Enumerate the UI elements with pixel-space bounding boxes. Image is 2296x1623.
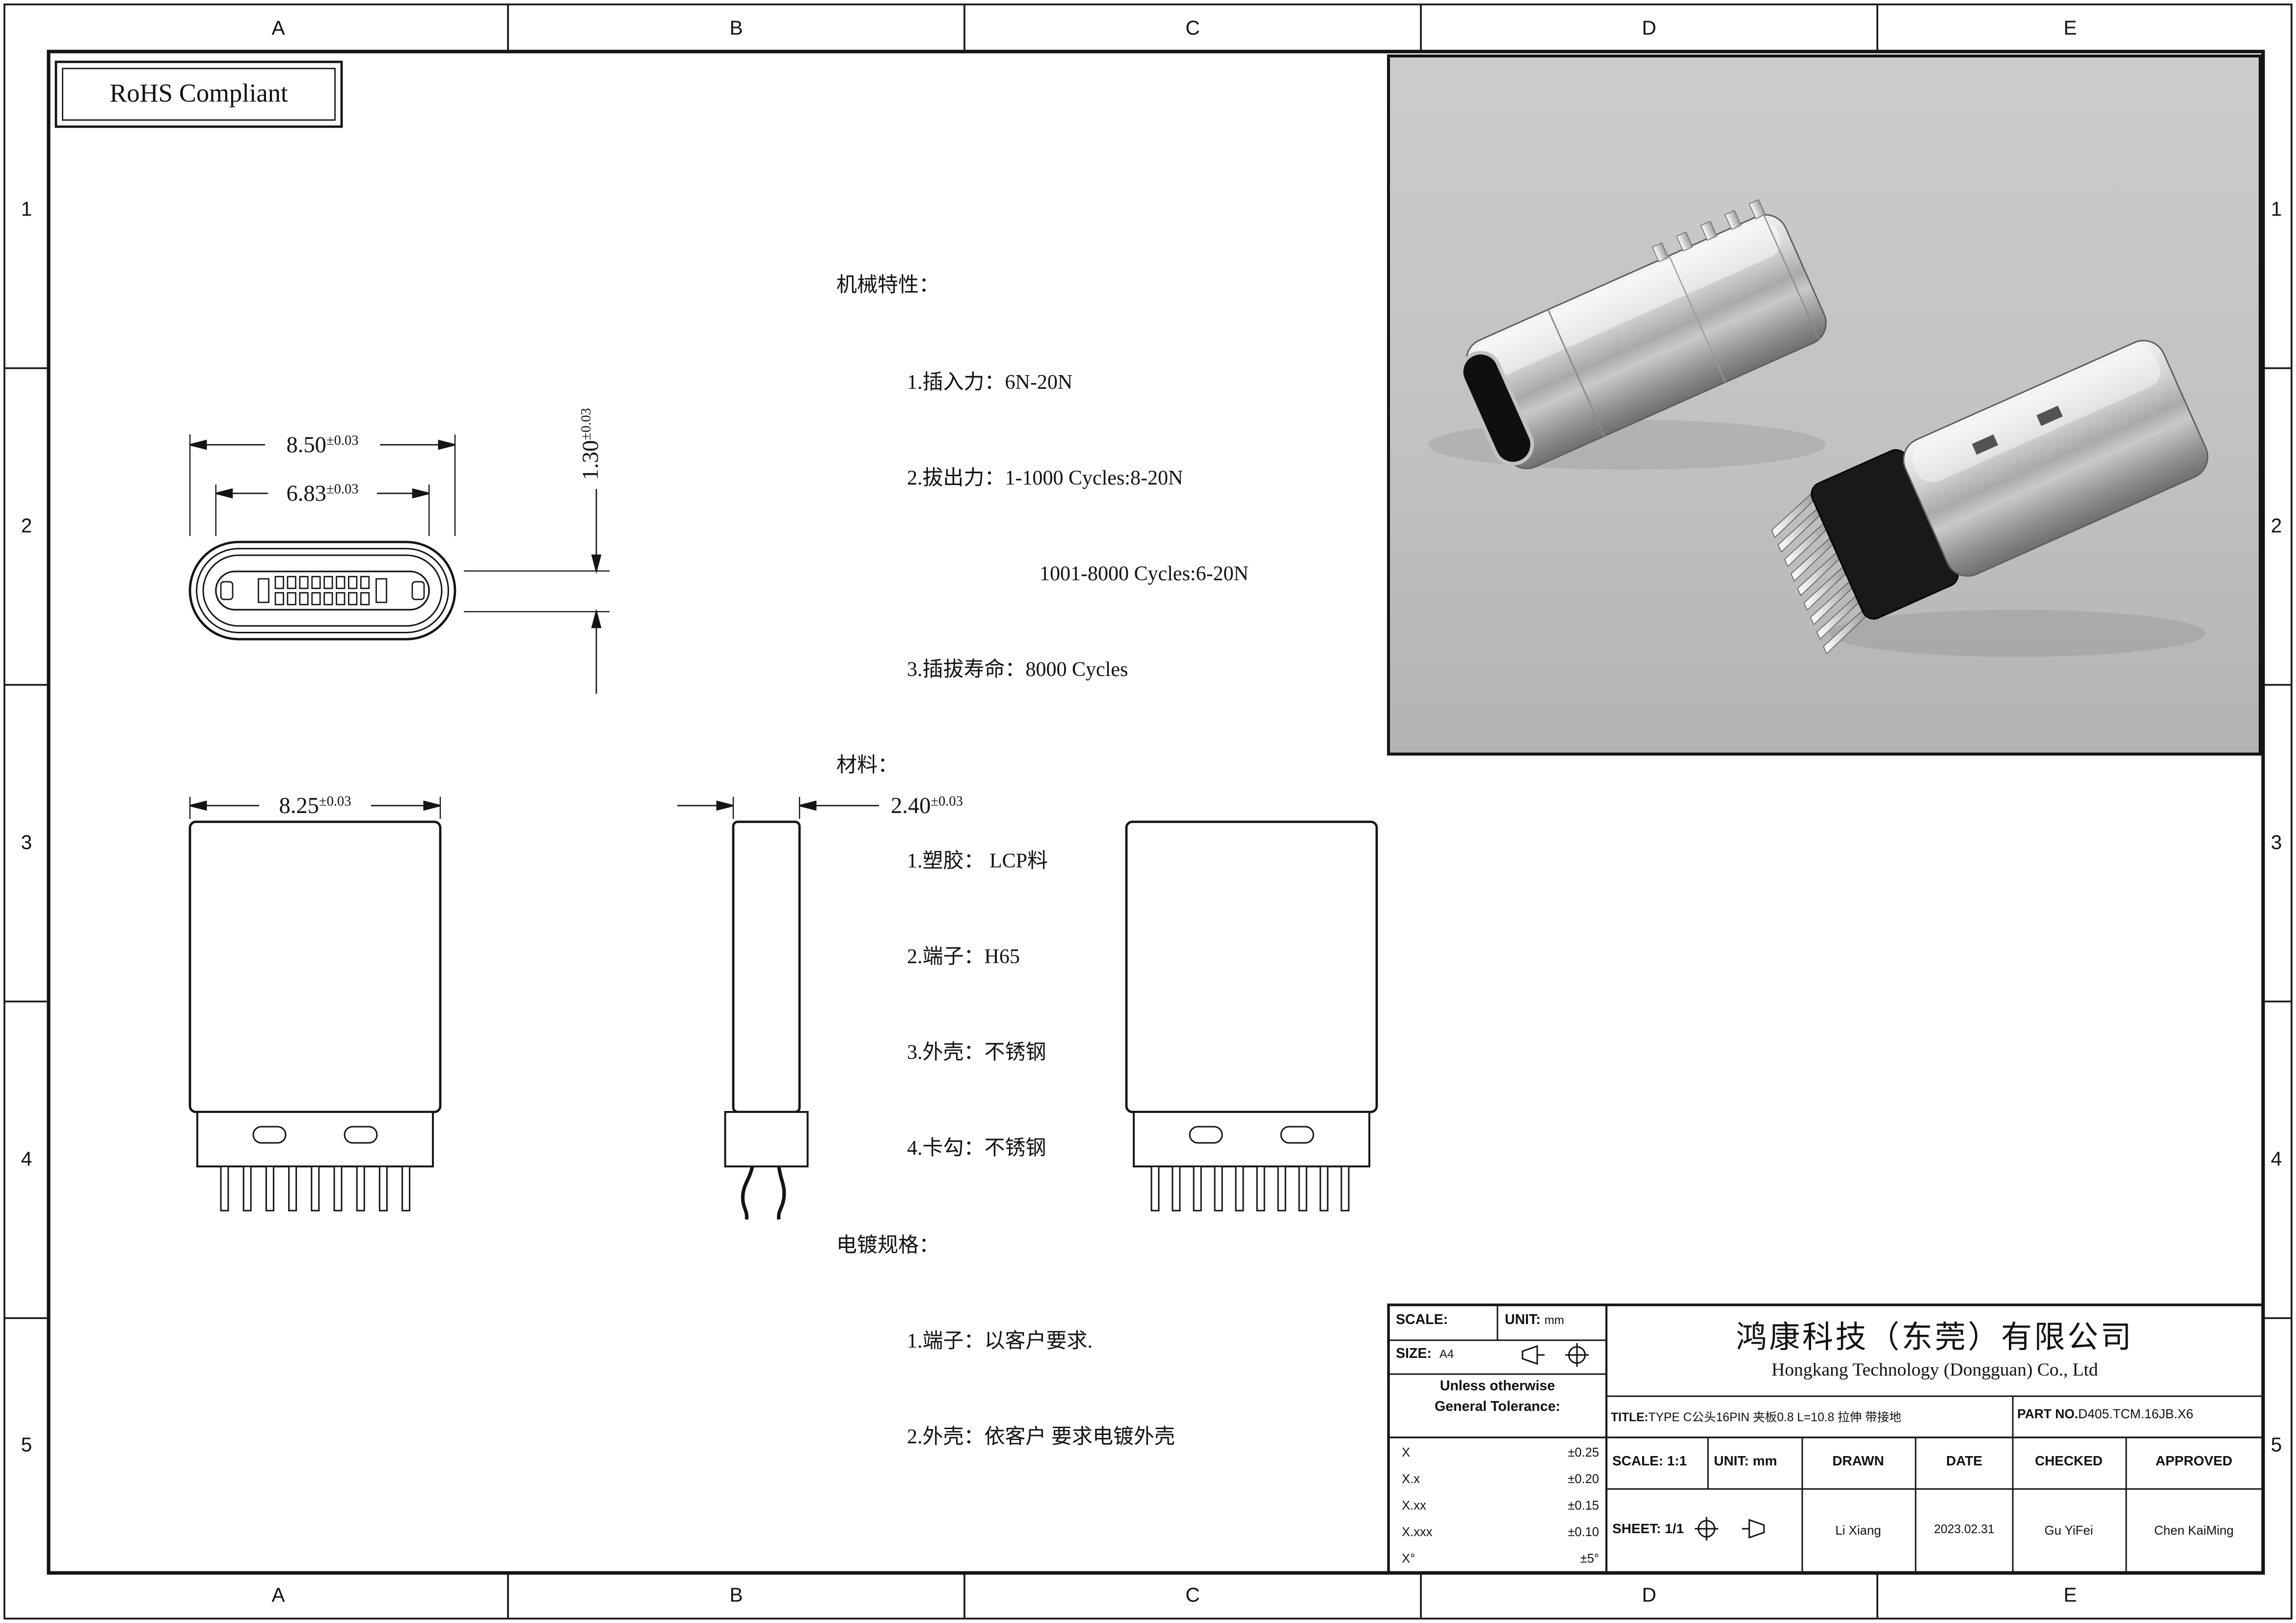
zone-col-d-bottom: D (1642, 1584, 1656, 1606)
datum-target-icon (1565, 1343, 1589, 1367)
spec-line: 2.拔出力：1-1000 Cycles:8-20N (907, 467, 1183, 490)
tb-approved-value: Chen KaiMing (2154, 1523, 2234, 1538)
dim-tongue-width-label: 6.83±0.03 (282, 481, 363, 508)
zone-col-d-top: D (1642, 17, 1656, 39)
tol-label: X.x (1402, 1471, 1420, 1486)
zone-col-b-bottom: B (729, 1584, 743, 1606)
spec-line: 3.插拔寿命：8000 Cycles (907, 659, 1128, 682)
top-view-contacts (258, 576, 387, 605)
tb-size-cell: SIZE: A4 (1396, 1346, 1454, 1362)
spec-line: 材料： (836, 755, 898, 778)
dim-shell-height-lines (463, 489, 610, 694)
projection-cone-icon (1522, 1345, 1545, 1365)
zone-col-a-bottom: A (271, 1584, 285, 1606)
spec-text-block: 机械特性： 1.插入力：6N-20N 2.拔出力：1-1000 Cycles:8… (836, 208, 1249, 1518)
spec-line: 1.插入力：6N-20N (907, 372, 1073, 394)
dim-tongue-width-lines (215, 485, 430, 537)
tol-value: ±0.20 (1568, 1471, 1599, 1486)
tb-tolerance-note-1: Unless otherwise (1440, 1379, 1555, 1395)
latch-window (1972, 434, 1999, 455)
tb-drawn-value: Li Xiang (1835, 1523, 1881, 1538)
dim-body-width-label: 8.25±0.03 (274, 793, 356, 820)
zone-row-3-left: 3 (21, 831, 32, 854)
photo-connector-rear (1771, 340, 2209, 654)
rear-view-drawing (1125, 820, 1378, 1212)
product-photo (1387, 54, 2262, 756)
zone-row-5-left: 5 (21, 1434, 32, 1456)
tb-title-cell: TITLE:TYPE C公头16PIN 夹板0.8 L=10.8 拉伸 带接地 (1611, 1411, 1901, 1424)
tol-value: ±0.25 (1568, 1445, 1599, 1460)
zone-row-2-right: 2 (2270, 514, 2282, 537)
tol-value: ±5° (1580, 1551, 1599, 1566)
rear-view-pins (1150, 1165, 1350, 1212)
tb-scale-cell: SCALE: 1:1 (1612, 1454, 1687, 1468)
spec-line: 4.卡勾：不锈钢 (907, 1139, 1046, 1162)
spec-line: 电镀规格： (836, 1235, 939, 1257)
tol-label: X° (1402, 1551, 1415, 1566)
tb-date-value: 2023.02.31 (1934, 1523, 1995, 1536)
company-name-cn: 鸿康科技（东莞）有限公司 (1736, 1320, 2134, 1355)
zone-col-e-bottom: E (2063, 1584, 2077, 1606)
projection-cone-icon (1742, 1518, 1765, 1539)
zone-col-a-top: A (271, 17, 285, 39)
tb-approved-header: APPROVED (2155, 1454, 2233, 1468)
tb-scale-label: SCALE: (1396, 1312, 1448, 1328)
tb-unit-cell: UNIT: mm (1505, 1312, 1564, 1328)
connector-pins (1771, 491, 1868, 654)
solder-tabs (1652, 199, 1766, 263)
zone-col-c-bottom: C (1185, 1584, 1200, 1606)
tb-part-cell: PART NO.D405.TCM.16JB.X6 (2017, 1407, 2193, 1421)
rohs-box (54, 60, 343, 128)
spec-line: 2.端子：H65 (907, 947, 1020, 970)
tb-checked-header: CHECKED (2035, 1454, 2103, 1468)
dim-shell-width-label: 8.50±0.03 (282, 432, 363, 459)
zone-row-5-right: 5 (2270, 1434, 2282, 1456)
dim-body-width-lines (189, 797, 441, 819)
zone-row-4-right: 4 (2270, 1148, 2282, 1170)
tb-drawn-header: DRAWN (1832, 1454, 1884, 1468)
rohs-label: RoHS Compliant (109, 78, 288, 108)
top-view-drawing (188, 541, 456, 641)
datum-target-icon (1695, 1517, 1718, 1541)
side-view-drawing (724, 820, 809, 1220)
zone-row-3-right: 3 (2270, 831, 2282, 854)
dim-shell-height-label: 1.30±0.03 (579, 404, 605, 485)
tol-value: ±0.15 (1568, 1498, 1599, 1513)
company-name-en: Hongkang Technology (Dongguan) Co., Ltd (1771, 1359, 2098, 1380)
spec-line: 2.外壳：依客户 要求电镀外壳 (907, 1427, 1175, 1449)
dim-shell-width-lines (189, 434, 456, 537)
tb-tolerance-note-2: General Tolerance: (1434, 1399, 1561, 1415)
tol-label: X.xx (1402, 1498, 1426, 1513)
tb-sheet-cell: SHEET: 1/1 (1612, 1521, 1684, 1536)
spec-line: 机械特性： (836, 276, 939, 298)
tb-checked-value: Gu YiFei (2044, 1523, 2093, 1538)
photo-shadow (1828, 610, 2206, 657)
sheet-frame (3, 3, 2293, 1620)
zone-row-2-left: 2 (21, 514, 32, 537)
title-block-grid (1387, 1303, 2265, 1574)
spec-line: 1.端子：以客户要求. (907, 1330, 1093, 1353)
dim-body-depth-lines (677, 797, 879, 819)
zone-col-e-top: E (2063, 17, 2077, 39)
zone-row-4-left: 4 (21, 1148, 32, 1170)
tb-date-header: DATE (1946, 1454, 1982, 1468)
latch-window (2036, 406, 2063, 426)
zone-col-c-top: C (1185, 17, 1200, 39)
tb-unit-row-cell: UNIT: mm (1714, 1454, 1777, 1468)
zone-row-1-right: 1 (2270, 198, 2282, 220)
dim-body-depth-label: 2.40±0.03 (886, 793, 967, 820)
front-view-pins (220, 1165, 411, 1212)
spec-line: 1001-8000 Cycles:6-20N (1040, 564, 1249, 586)
zone-col-b-top: B (729, 17, 743, 39)
tol-label: X.xxx (1402, 1524, 1433, 1539)
connector-opening (1460, 351, 1534, 466)
zone-row-1-left: 1 (21, 198, 32, 220)
spec-line: 3.外壳：不锈钢 (907, 1043, 1046, 1065)
spec-line: 1.塑胶： LCP料 (907, 851, 1048, 874)
photo-connector-front (1460, 199, 1827, 469)
tol-value: ±0.10 (1568, 1524, 1599, 1539)
front-view-drawing (188, 820, 442, 1212)
tol-label: X (1402, 1445, 1411, 1460)
